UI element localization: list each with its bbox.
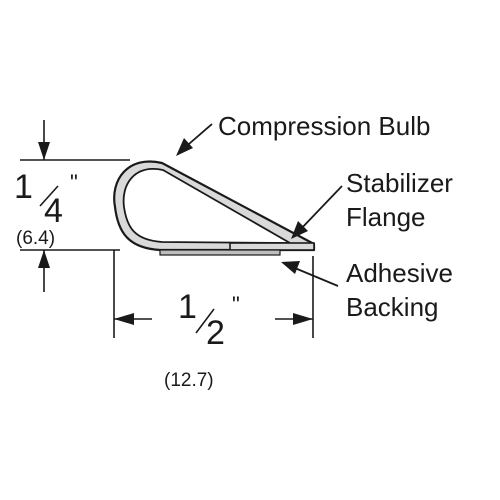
width-arrowhead-right bbox=[293, 313, 313, 325]
height-denominator: 4 bbox=[44, 192, 63, 230]
bulb-inner-wall bbox=[122, 168, 291, 244]
stabilizer-flange-shape bbox=[229, 242, 315, 251]
height-numerator: 1 bbox=[14, 168, 33, 206]
height-dimension bbox=[20, 120, 130, 292]
width-dimension bbox=[113, 250, 314, 338]
stabilizer-flange-arrowhead bbox=[291, 221, 308, 239]
width-fraction-slash bbox=[195, 308, 215, 334]
leader-arrows bbox=[176, 123, 343, 287]
height-fraction-slash bbox=[39, 185, 59, 207]
height-metric: (6.4) bbox=[16, 228, 55, 249]
weatherstrip-profile bbox=[113, 160, 316, 256]
width-numerator: 1 bbox=[178, 288, 197, 326]
stabilizer-label-line2: Flange bbox=[346, 202, 426, 232]
compression-bulb-label: Compression Bulb bbox=[218, 111, 430, 141]
width-inch-mark: " bbox=[232, 292, 240, 317]
height-inch-mark: " bbox=[70, 170, 78, 195]
adhesive-label-line2: Backing bbox=[346, 292, 439, 322]
height-arrowhead-top bbox=[38, 142, 50, 160]
width-arrowhead-left bbox=[114, 313, 134, 325]
width-metric: (12.7) bbox=[164, 370, 214, 391]
adhesive-backing-leader bbox=[289, 265, 339, 287]
adhesive-label-line1: Adhesive bbox=[346, 258, 453, 288]
compression-bulb-arrowhead bbox=[176, 138, 193, 156]
adhesive-backing-arrowhead bbox=[281, 261, 300, 274]
adhesive-backing-shape bbox=[159, 249, 281, 256]
width-denominator: 2 bbox=[206, 314, 225, 352]
stabilizer-flange-leader bbox=[297, 185, 343, 233]
height-arrowhead-bottom bbox=[38, 250, 50, 268]
stabilizer-label-line1: Stabilizer bbox=[346, 168, 453, 198]
